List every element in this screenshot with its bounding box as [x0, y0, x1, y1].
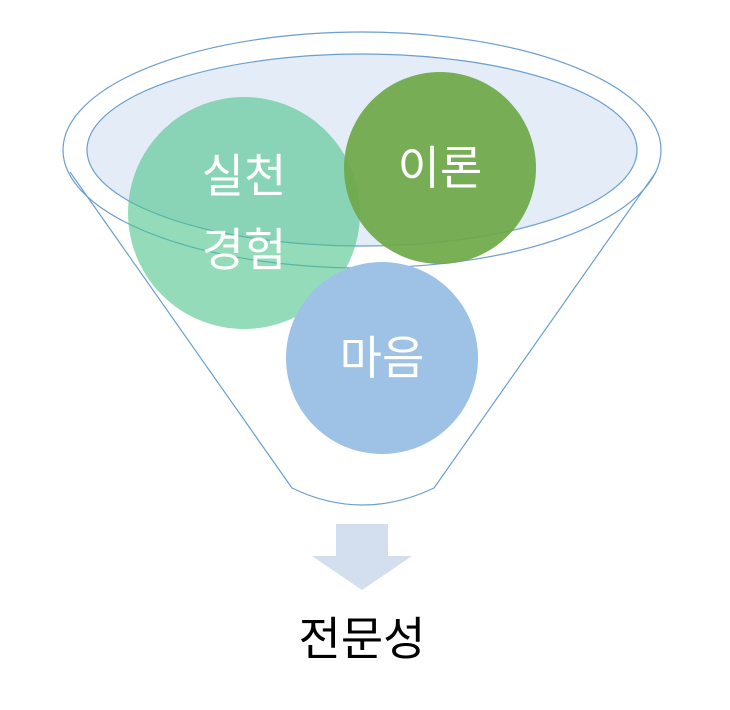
practice-label: 실천 [202, 149, 287, 203]
down-arrow [312, 524, 412, 590]
practice-experience-circle [128, 97, 360, 329]
funnel-body [69, 171, 657, 506]
result-label: 전문성 [299, 612, 426, 666]
experience-label: 경험 [202, 223, 287, 277]
theory-label: 이론 [398, 141, 483, 195]
theory-circle [344, 72, 536, 264]
mind-circle [286, 262, 478, 454]
mind-label: 마음 [340, 331, 425, 385]
